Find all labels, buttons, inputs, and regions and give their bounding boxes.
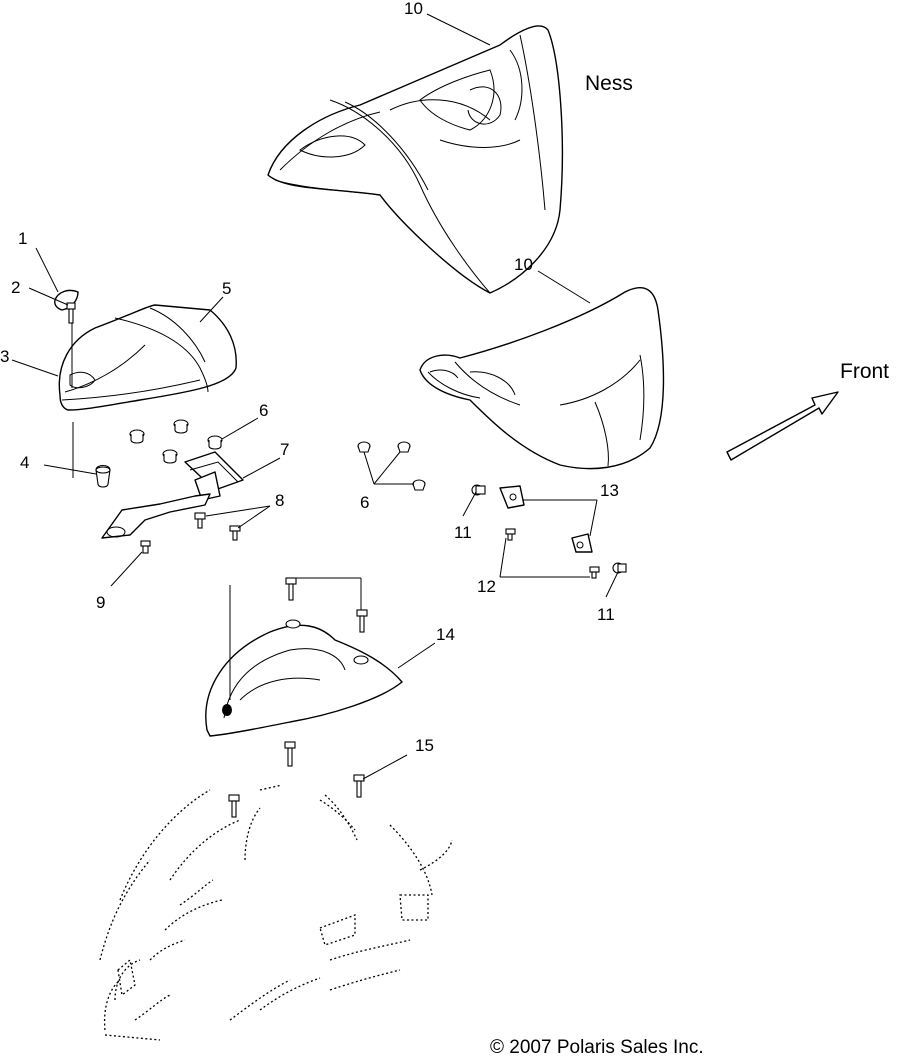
passenger-seat: [58, 304, 237, 411]
callout-9: 9: [96, 593, 105, 612]
callout-14: 14: [436, 625, 455, 644]
screw-12-left: [505, 528, 516, 541]
bolt-11-upper: [471, 484, 486, 496]
screw-2: [66, 302, 76, 324]
bracket-7: [184, 451, 244, 501]
grommets-6-left: [129, 419, 223, 464]
callout-6-left: 6: [259, 401, 268, 420]
seat-cowl: [205, 619, 403, 737]
callout-11-upper: 11: [454, 523, 472, 542]
front-arrow: [726, 391, 839, 461]
copyright-text: © 2007 Polaris Sales Inc.: [490, 1037, 704, 1058]
clip-13-upper: [499, 485, 525, 509]
callout-3: 3: [0, 347, 9, 366]
clip-13-lower: [571, 533, 593, 553]
bolts-8: [194, 512, 241, 541]
callout-7: 7: [280, 440, 289, 459]
bolt-11-lower: [612, 562, 627, 574]
callout-5: 5: [222, 279, 231, 298]
callout-15: 15: [415, 736, 434, 755]
leader-lines: [11, 13, 619, 780]
screw-12-right: [589, 566, 600, 579]
screw-9: [140, 540, 151, 554]
latch-plate: [101, 493, 211, 539]
callout-10-top: 10: [404, 0, 423, 18]
main-seat: [419, 287, 665, 470]
callout-13: 13: [600, 481, 619, 500]
callout-4: 4: [20, 453, 29, 472]
callout-10-main: 10: [514, 255, 533, 274]
callout-6-middle: 6: [360, 493, 369, 512]
callout-11-lower: 11: [597, 605, 615, 624]
callout-12: 12: [477, 577, 496, 596]
cowl-bolts-upper: [285, 577, 368, 633]
ness-seat: [267, 25, 564, 294]
ghost-frame: [99, 784, 453, 1041]
grommet-4: [95, 464, 111, 488]
callout-1: 1: [18, 229, 27, 248]
callout-2: 2: [11, 278, 20, 297]
front-label: Front: [840, 360, 889, 383]
callout-8: 8: [275, 491, 284, 510]
model-label: Ness: [585, 72, 633, 95]
bolts-15: [228, 741, 365, 818]
